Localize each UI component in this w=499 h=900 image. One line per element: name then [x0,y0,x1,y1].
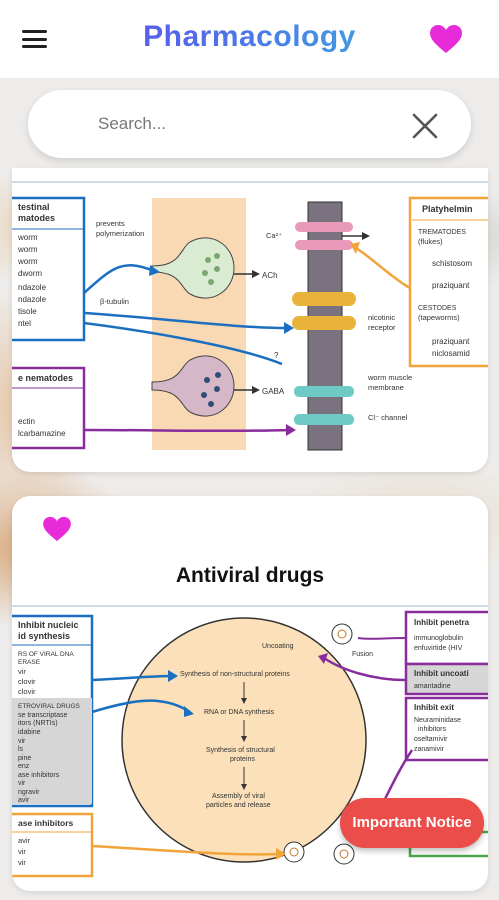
panel-heading: id synthesis [18,631,70,641]
figure-label: (flukes) [418,237,443,246]
drug-label: vir [18,847,26,856]
figure-label: Cl⁻ channel [368,413,408,422]
pathway-step: proteins [230,756,255,763]
drug-label: ndazole [18,283,47,292]
drug-label: avir [18,836,31,845]
figure-label: ACh [262,271,278,280]
panel-heading: Inhibit exit [414,703,454,712]
pathway-step: Synthesis of structural [206,747,275,754]
menu-button[interactable] [22,26,54,52]
drug-label: clovir [18,687,36,696]
drug-label: vir [18,738,26,745]
drug-label: oseltamivir [414,736,448,743]
drug-label: niclosamid [432,349,470,358]
drug-label: ls [18,746,24,753]
figure-label: ETROVIRAL DRUGS [18,703,81,710]
favorites-heart-icon[interactable] [429,24,463,54]
drug-label: inhibitors [418,726,447,733]
drug-label: tisole [18,307,37,316]
figure-label: polymerization [96,229,144,238]
important-notice-button[interactable]: Important Notice [340,798,484,848]
card-title: Antiviral drugs [175,564,325,587]
drug-label: worm [17,257,38,266]
drug-label: se transcriptase [18,712,68,719]
drug-label: lcarbamazine [18,429,66,438]
pathway-step: Fusion [352,651,373,658]
panel-heading: Inhibit nucleic [18,620,79,630]
app-header: Pharmacology [0,0,499,78]
anthelmintic-figure: testinal matodes worm worm worm dworm nd… [12,181,488,451]
figure-label: TREMATODES [418,229,466,236]
drug-label: pine [18,755,31,762]
panel-heading: ase inhibitors [18,818,74,828]
drug-label: worm [17,245,38,254]
pathway-step: particles and release [206,802,271,809]
drug-label: schistosom [432,259,472,268]
drug-label: dworm [18,269,42,278]
drug-label: praziquant [432,337,470,346]
drug-label: clovir [18,677,36,686]
drug-label: immunoglobulin [414,635,463,642]
drug-label: Neuraminidase [414,717,461,724]
drug-label: praziquant [432,281,470,290]
drug-label: amantadine [414,683,451,690]
drug-label: itors (NRTIs) [18,720,58,727]
panel-heading: Inhibit uncoati [414,669,469,678]
drug-label: zanamivir [414,746,445,753]
clear-search-icon[interactable] [408,109,442,143]
panel-heading: e nematodes [18,373,73,383]
figure-label: CESTODES [418,305,457,312]
drug-label: ngravir [18,789,40,796]
figure-label: GABA [262,387,285,396]
drug-label: ndazole [18,295,47,304]
figure-label: membrane [368,383,404,392]
drug-label: ase inhibitors [18,772,60,779]
pathway-step: Uncoating [262,643,294,650]
drug-label: vir [18,780,26,787]
drug-label: avir [18,797,30,804]
figure-label: RS OF VIRAL DNA [18,651,74,658]
hamburger-icon [22,30,47,33]
figure-label: Ca²⁺ [266,231,282,240]
drug-card[interactable]: testinal matodes worm worm worm dworm nd… [12,168,488,472]
drug-label: enz [18,763,30,770]
figure-label: ? [274,351,279,360]
panel-heading: Inhibit penetra [414,618,470,627]
pathway-step: RNA or DNA synthesis [204,709,275,716]
app-title: Pharmacology [0,20,499,54]
drug-label: worm [17,233,38,242]
search-bar [28,90,471,158]
figure-label: prevents [96,219,125,228]
drug-label: ectin [18,417,35,426]
favorite-heart-icon[interactable] [42,516,72,542]
figure-label: receptor [368,323,396,332]
drug-label: idabine [18,729,41,736]
search-input[interactable] [98,108,388,140]
figure-label: β-tubulin [100,297,129,306]
panel-heading: matodes [18,213,55,223]
drug-label: vir [18,667,26,676]
drug-label: vir [18,858,26,867]
panel-heading: Platyhelmin [422,204,473,214]
pathway-step: Assembly of viral [212,793,265,800]
figure-label: ERASE [18,659,41,666]
drug-label: enfuvirtide (HIV [414,645,463,652]
antiviral-figure: Inhibit nucleic id synthesis RS OF VIRAL… [12,605,488,878]
figure-label: nicotinic [368,313,395,322]
pathway-step: Synthesis of non-structural proteins [180,671,290,678]
drug-label: ntel [18,319,31,328]
panel-heading: testinal [18,202,50,212]
figure-label: worm muscle [367,373,412,382]
figure-label: (tapeworms) [418,313,460,322]
